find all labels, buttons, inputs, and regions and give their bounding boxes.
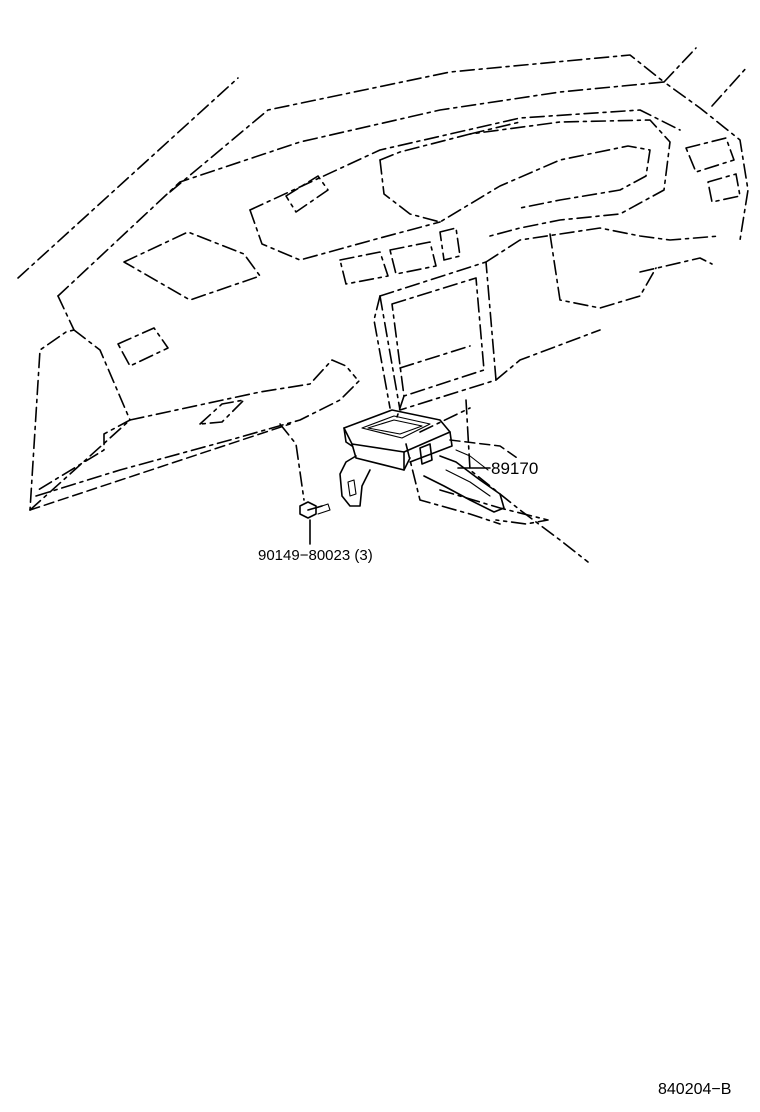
dashboard-outline — [17, 47, 749, 563]
leader-lines — [309, 467, 491, 545]
airbag-sensor-assembly — [339, 409, 505, 513]
bolt-fastener — [299, 501, 331, 519]
part-label-bolt: 90149−80023 (3) — [258, 547, 373, 564]
figure-code: 840204−B — [658, 1081, 732, 1098]
part-label-89170: 89170 — [491, 459, 539, 478]
